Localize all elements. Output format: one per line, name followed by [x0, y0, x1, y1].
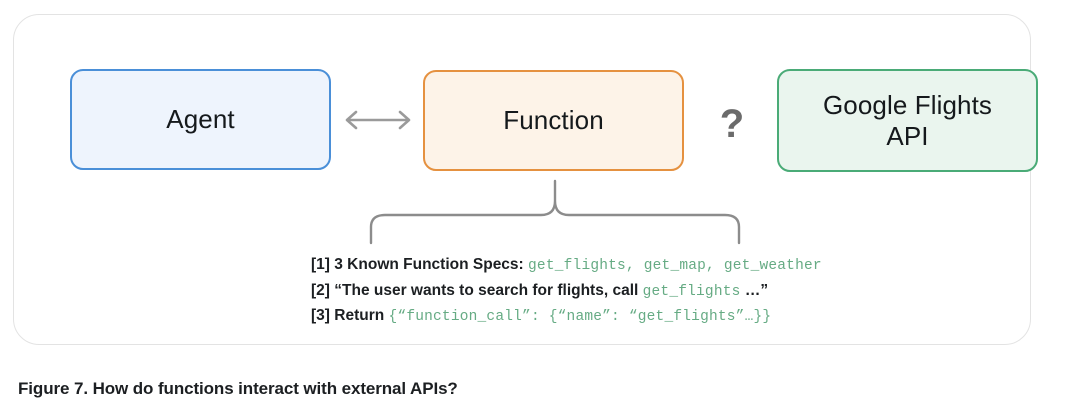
- curly-brace-icon: [369, 175, 741, 245]
- annotation-1-label: [1]: [311, 256, 330, 273]
- annotation-1-text: 3 Known Function Specs:: [329, 256, 529, 273]
- annotation-2-label: [2]: [311, 281, 330, 299]
- annotation-2-code: get_flights: [642, 283, 741, 300]
- question-mark-icon: ?: [719, 102, 745, 146]
- annotation-2-text-before: “The user wants to search for flights, c…: [329, 281, 643, 299]
- node-agent: Agent: [70, 69, 331, 170]
- annotation-2-text-after: …”: [740, 281, 769, 299]
- bidirectional-arrow-icon: [338, 107, 418, 133]
- figure-caption: Figure 7. How do functions interact with…: [18, 379, 458, 398]
- node-api-label-line1: Google Flights: [822, 89, 993, 120]
- node-function: Function: [423, 70, 684, 171]
- annotation-3-text: Return: [329, 307, 389, 324]
- annotation-line-3: [3] Return {“function_call”: {“name”: “g…: [311, 304, 1011, 330]
- annotation-3-code: {“function_call”: {“name”: “get_flights”…: [388, 309, 772, 325]
- annotation-1-code: get_flights, get_map, get_weather: [528, 258, 822, 274]
- annotation-block: [1] 3 Known Function Specs: get_flights,…: [311, 253, 1011, 330]
- node-api-label-line2: API: [886, 120, 929, 151]
- annotation-3-label: [3]: [311, 307, 330, 324]
- node-function-label: Function: [503, 105, 604, 136]
- annotation-line-1: [1] 3 Known Function Specs: get_flights,…: [311, 253, 1011, 279]
- annotation-line-2: [2] “The user wants to search for flight…: [311, 279, 1011, 305]
- figure-card: Agent Function ? Google Flights API [1] …: [13, 14, 1038, 345]
- node-agent-label: Agent: [166, 104, 235, 135]
- node-google-flights-api: Google Flights API: [777, 69, 1038, 172]
